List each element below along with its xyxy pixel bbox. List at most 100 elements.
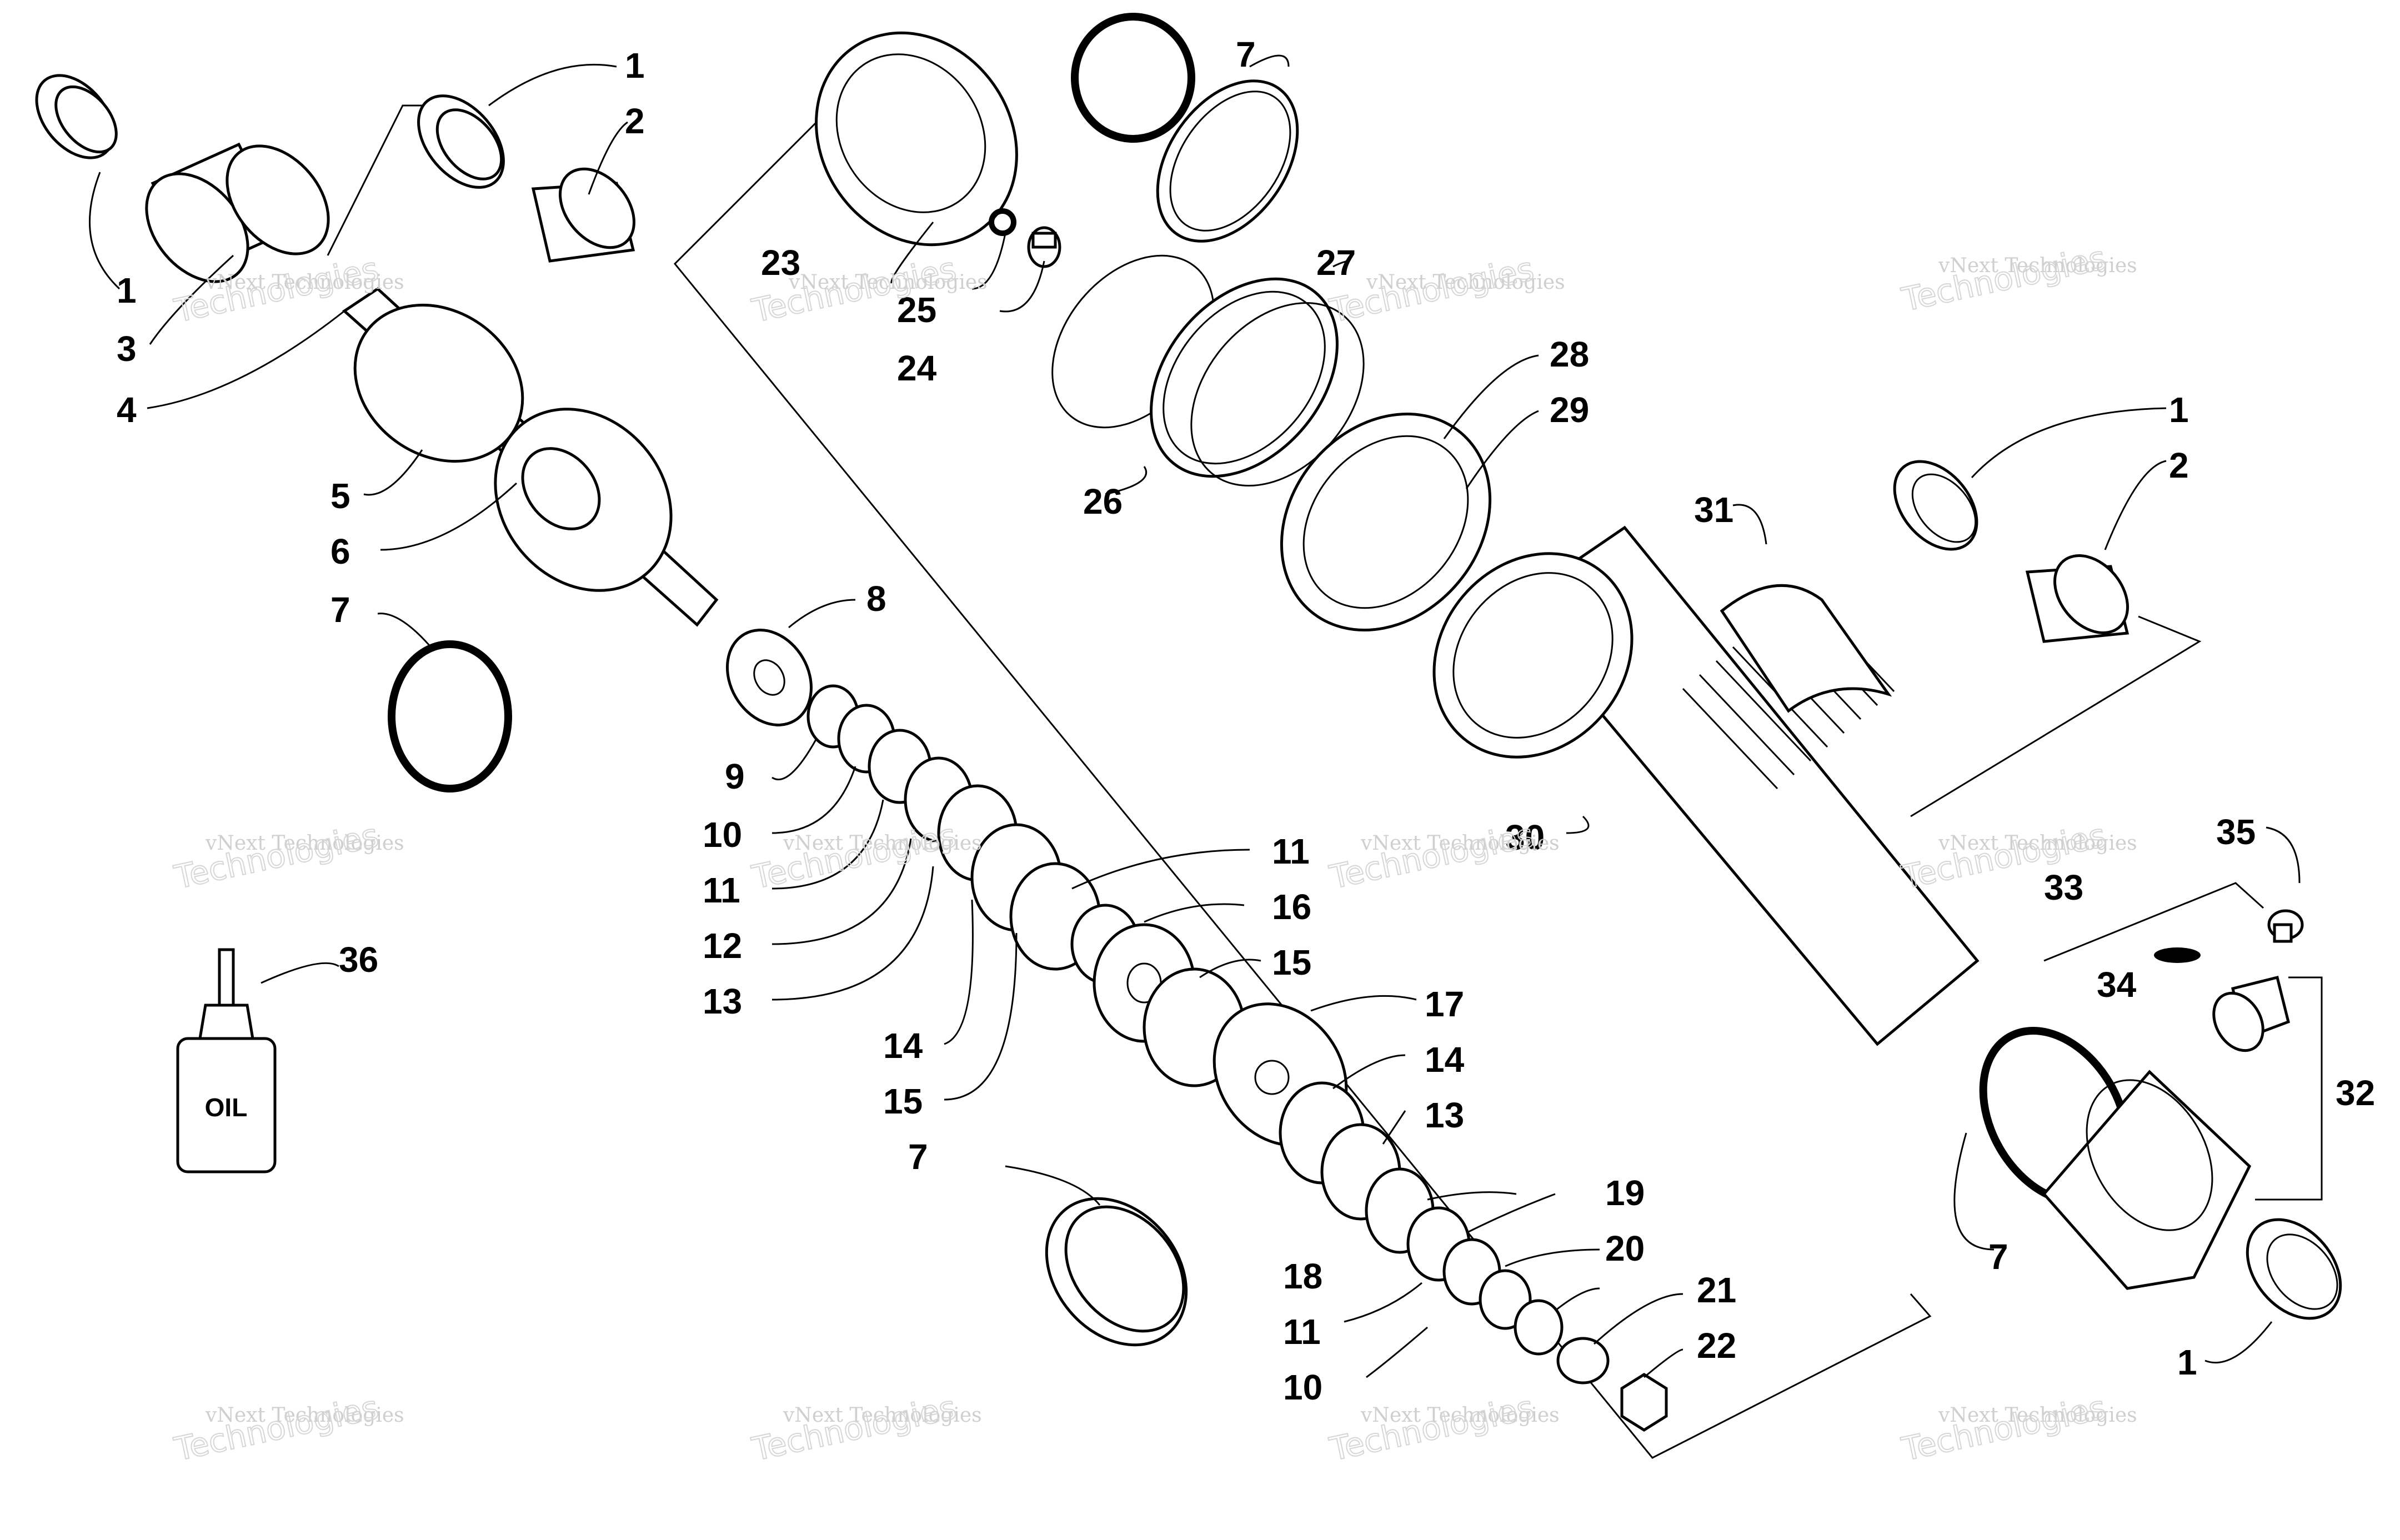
oring-34 [2154, 947, 2201, 963]
callout-13-b: 13 [1425, 1095, 1464, 1135]
callout-1-d: 1 [2177, 1342, 2197, 1382]
watermark-line1: vNext Technologies [788, 271, 988, 294]
watermark-line1: vNext Technologies [1360, 1404, 1560, 1427]
watermark-line1: vNext Technologies [205, 1404, 404, 1427]
callout-34: 34 [2097, 965, 2137, 1005]
callout-14-b: 14 [1425, 1040, 1465, 1080]
callout-15-a: 15 [883, 1081, 923, 1121]
watermark-line2: Technologies [749, 816, 960, 896]
label-31 [1720, 584, 1892, 713]
callout-4: 4 [117, 390, 137, 430]
bracket-3-1 [327, 104, 422, 256]
callout-20: 20 [1605, 1228, 1645, 1268]
callout-25: 25 [897, 290, 936, 330]
callout-10-a: 10 [703, 815, 742, 855]
leader-lines [88, 54, 2301, 1378]
watermark-line1: vNext Technologies [1360, 832, 1560, 855]
callout-1-a: 1 [625, 46, 645, 86]
callout-1-b: 1 [117, 270, 137, 310]
washer-stack-upper [726, 629, 1246, 1087]
callout-1-c: 1 [2169, 390, 2189, 430]
watermark-line1: vNext Technologies [205, 832, 404, 855]
callout-9: 9 [725, 756, 745, 796]
callout-33: 33 [2044, 867, 2083, 907]
callout-31: 31 [1694, 490, 1733, 530]
callout-19: 19 [1605, 1173, 1645, 1213]
callout-28: 28 [1550, 334, 1589, 374]
screw-35 [2267, 909, 2304, 943]
callout-21: 21 [1697, 1270, 1736, 1310]
watermark-line2: Technologies [171, 816, 382, 896]
sleeve-3 [145, 142, 330, 283]
callout-16: 16 [1272, 887, 1311, 927]
bushing-1-upper [417, 94, 505, 189]
watermark-line1: vNext Technologies [1366, 271, 1565, 294]
watermark-line1: vNext Technologies [1938, 832, 2137, 855]
watermark-line2: Technologies [749, 1388, 960, 1468]
shock-body-30 [1432, 525, 1980, 1046]
watermark-line1: vNext Technologies [205, 271, 404, 294]
oring-7-top [1071, 13, 1195, 143]
adjuster-nut-28-29 [1280, 413, 1492, 631]
callout-7-c: 7 [1236, 34, 1256, 74]
bushing-1-bottomright [2246, 1218, 2342, 1320]
ring-7-lower [1045, 1197, 1188, 1347]
cap-23 [815, 31, 1018, 247]
callout-5: 5 [330, 476, 350, 516]
oring-7-left [388, 640, 512, 792]
callout-7-a: 7 [330, 590, 350, 630]
callout-10-b: 10 [1283, 1367, 1322, 1407]
callout-11-b: 11 [1272, 831, 1310, 871]
watermark-line2: Technologies [1326, 816, 1537, 896]
callout-15-b: 15 [1272, 942, 1311, 982]
spacer-2-right [2025, 554, 2130, 643]
callout-7-b: 7 [908, 1137, 928, 1177]
bracket-32 [2255, 976, 2323, 1201]
watermark-line1: vNext Technologies [783, 832, 982, 855]
watermark-line1: vNext Technologies [783, 1404, 982, 1427]
callout-12: 12 [703, 926, 742, 966]
callout-35: 35 [2216, 812, 2256, 852]
watermark-line2: Technologies [171, 1388, 382, 1468]
valve-33 [2212, 975, 2290, 1052]
callout-32: 32 [2336, 1073, 2375, 1113]
callout-11-a: 11 [703, 870, 740, 910]
oring-25 [989, 208, 1016, 236]
callout-26: 26 [1083, 481, 1123, 521]
watermark-line2: Technologies [1898, 239, 2110, 319]
spacer-2-upper [531, 167, 635, 263]
callout-30: 30 [1505, 817, 1545, 857]
bushing-1-topleft [35, 74, 118, 159]
callout-2-a: 2 [625, 101, 645, 141]
callout-7-d: 7 [1988, 1237, 2008, 1277]
callout-29: 29 [1550, 390, 1589, 430]
callout-numbers: 1 2 1 3 4 5 6 7 8 9 10 11 12 13 14 15 7 … [117, 34, 2375, 1407]
washer-stack-lower [1279, 1081, 1668, 1432]
callout-36: 36 [339, 940, 378, 980]
callout-17: 17 [1425, 984, 1464, 1024]
watermark-line1: vNext Technologies [1938, 1404, 2137, 1427]
callout-24: 24 [897, 348, 937, 388]
callout-8: 8 [866, 579, 886, 619]
group-frame [673, 85, 1932, 1459]
bracket-33 [2043, 882, 2264, 962]
callout-2-b: 2 [2169, 445, 2189, 485]
watermark-line2: Technologies [1898, 1388, 2110, 1468]
valve-24 [1027, 226, 1061, 268]
callout-11-c: 11 [1283, 1312, 1321, 1352]
callout-22: 22 [1697, 1326, 1736, 1366]
bushing-1-right [1893, 460, 1978, 551]
bracket-30-2 [1910, 615, 2202, 817]
callout-18: 18 [1283, 1256, 1322, 1296]
watermark-line2: Technologies [1326, 250, 1537, 330]
callout-13-a: 13 [703, 981, 742, 1021]
shaft-assembly [342, 287, 719, 627]
watermark-line1: vNext Technologies [1938, 254, 2137, 277]
watermark-line2: Technologies [1326, 1388, 1537, 1468]
rings-26-27 [1051, 254, 1365, 487]
callout-3: 3 [117, 329, 137, 369]
callout-23: 23 [761, 243, 800, 283]
callout-6: 6 [330, 531, 350, 571]
bottle-label: OIL [205, 1093, 248, 1122]
